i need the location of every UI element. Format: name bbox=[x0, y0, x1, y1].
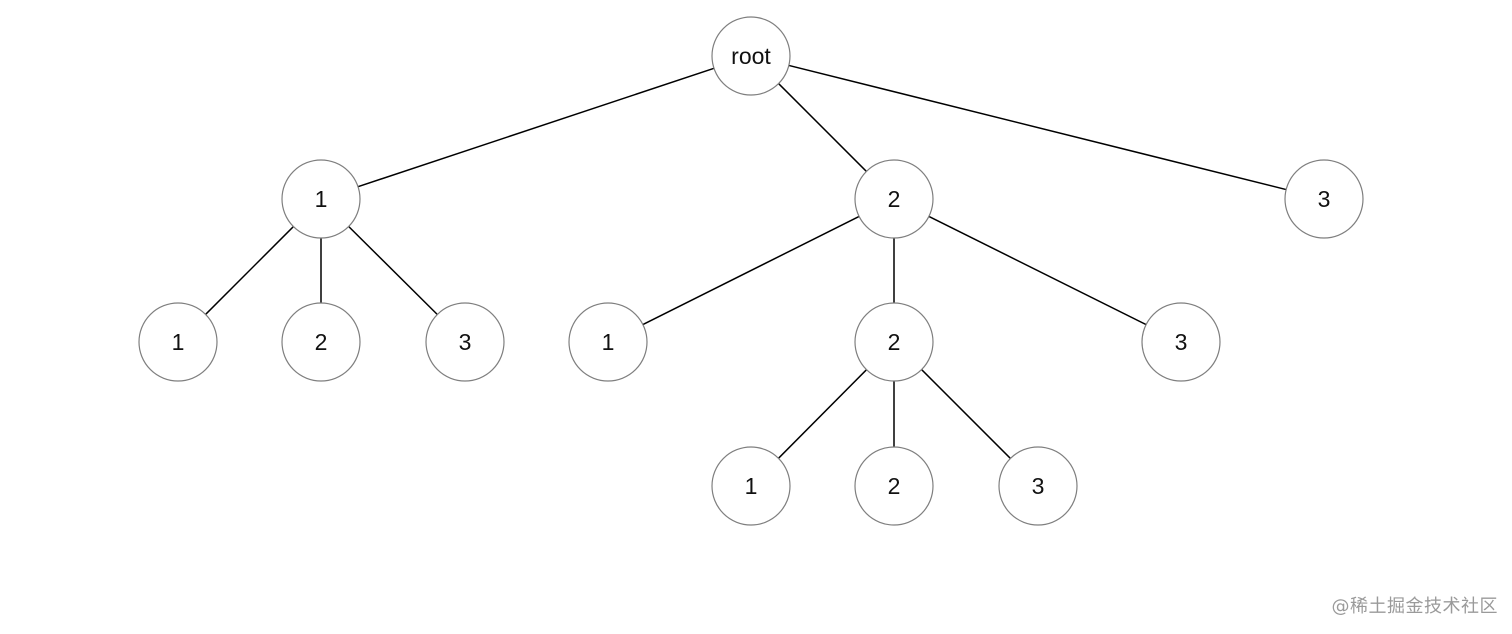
tree-node-root: root bbox=[711, 16, 791, 96]
tree-node-n2: 2 bbox=[854, 159, 934, 239]
node-label: 2 bbox=[315, 329, 328, 355]
tree-node-n2_1: 1 bbox=[568, 302, 648, 382]
tree-node-n2_2_3: 3 bbox=[998, 446, 1078, 526]
edge-root-n1 bbox=[357, 67, 715, 188]
node-circle bbox=[711, 16, 791, 96]
node-circle bbox=[281, 159, 361, 239]
node-circle bbox=[854, 159, 934, 239]
edge-n2-n2_1 bbox=[642, 215, 860, 326]
tree-node-n2_2_2: 2 bbox=[854, 446, 934, 526]
node-label: 3 bbox=[1175, 329, 1188, 355]
node-label: 1 bbox=[315, 186, 328, 212]
node-circle bbox=[138, 302, 218, 382]
edge-n1-n1_3 bbox=[348, 225, 438, 316]
node-label: 2 bbox=[888, 329, 901, 355]
node-circle bbox=[281, 302, 361, 382]
node-circle bbox=[568, 302, 648, 382]
tree-node-n2_2: 2 bbox=[854, 302, 934, 382]
node-circle bbox=[854, 302, 934, 382]
node-circle bbox=[711, 446, 791, 526]
node-label: 2 bbox=[888, 186, 901, 212]
watermark-text: @稀土掘金技术社区 bbox=[1331, 596, 1498, 617]
node-label: 2 bbox=[888, 473, 901, 499]
node-circle bbox=[1141, 302, 1221, 382]
edge-n2_2-n2_2_1 bbox=[777, 369, 868, 459]
edge-root-n3 bbox=[788, 64, 1287, 191]
node-circle bbox=[1284, 159, 1364, 239]
node-label: root bbox=[731, 43, 771, 69]
nodes-layer: root 1 2 3 1 2 3 1 2 3 1 2 3 bbox=[138, 16, 1364, 526]
tree-node-n2_2_1: 1 bbox=[711, 446, 791, 526]
node-label: 3 bbox=[1032, 473, 1045, 499]
edge-n2_2-n2_2_3 bbox=[921, 369, 1011, 459]
node-label: 1 bbox=[745, 473, 758, 499]
node-circle bbox=[998, 446, 1078, 526]
node-label: 1 bbox=[602, 329, 615, 355]
tree-node-n3: 3 bbox=[1284, 159, 1364, 239]
tree-node-n2_3: 3 bbox=[1141, 302, 1221, 382]
tree-node-n1_1: 1 bbox=[138, 302, 218, 382]
tree-node-n1_3: 3 bbox=[425, 302, 505, 382]
tree-node-n1_2: 2 bbox=[281, 302, 361, 382]
edge-root-n2 bbox=[778, 83, 867, 172]
tree-node-n1: 1 bbox=[281, 159, 361, 239]
node-label: 3 bbox=[1318, 186, 1331, 212]
node-circle bbox=[854, 446, 934, 526]
node-label: 1 bbox=[172, 329, 185, 355]
node-circle bbox=[425, 302, 505, 382]
edge-n2-n2_3 bbox=[928, 215, 1147, 326]
node-label: 3 bbox=[459, 329, 472, 355]
edges-layer bbox=[205, 64, 1287, 459]
edge-n1-n1_1 bbox=[205, 226, 294, 315]
